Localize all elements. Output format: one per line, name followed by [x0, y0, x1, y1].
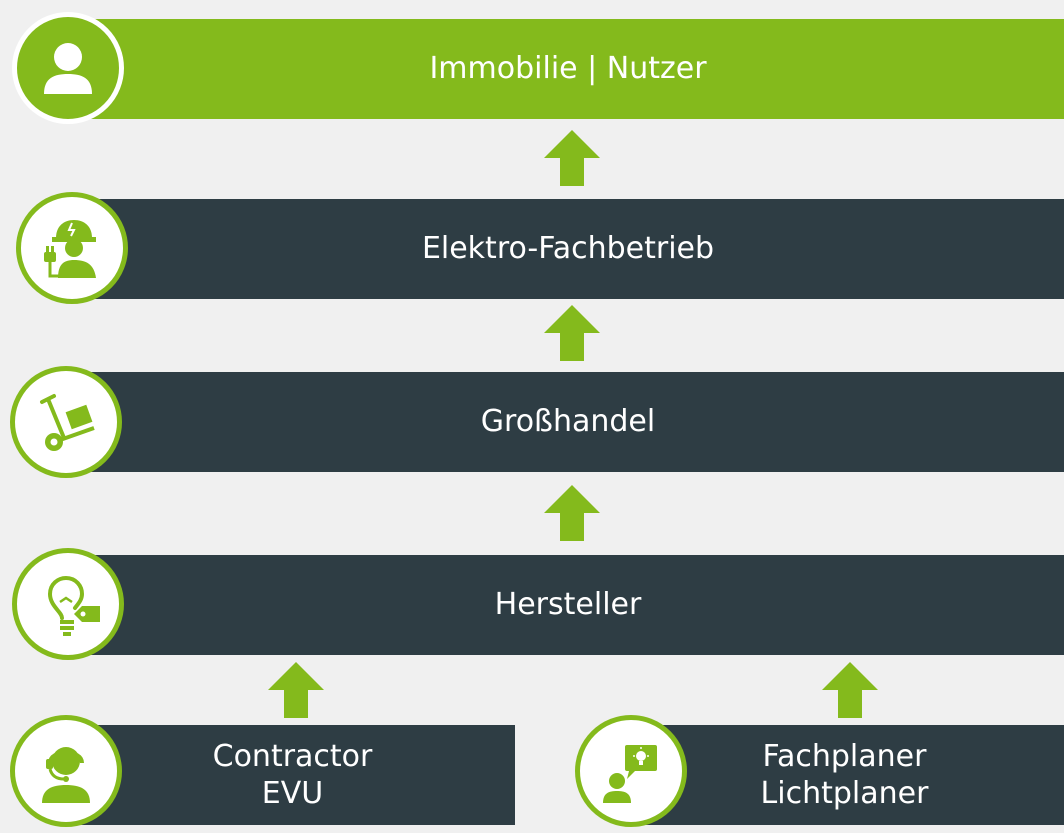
- presenter-idea-icon: [575, 715, 687, 827]
- bar-immobilie-nutzer: Immobilie | Nutzer: [72, 19, 1064, 119]
- user-icon-graphic: [44, 43, 92, 94]
- bar-label: Contractor EVU: [212, 738, 373, 812]
- bar-fachplaner-lichtplaner: Fachplaner Lichtplaner: [625, 725, 1064, 825]
- electrician-icon: [16, 192, 128, 304]
- arrow-up-icon: [544, 130, 600, 186]
- bar-label: Großhandel: [480, 404, 656, 440]
- bar-contractor-evu: Contractor EVU: [70, 725, 515, 825]
- bar-label: Elektro-Fachbetrieb: [421, 231, 715, 267]
- bar-hersteller: Hersteller: [72, 555, 1064, 655]
- arrow-up-icon: [822, 662, 878, 718]
- bar-label: Fachplaner Lichtplaner: [760, 738, 929, 812]
- user-icon: [12, 12, 124, 124]
- hand-truck-icon: [10, 366, 122, 478]
- headset-user-icon-graphic: [42, 747, 90, 803]
- bar-label: Hersteller: [494, 587, 642, 623]
- electrician-icon-graphic: [44, 220, 96, 278]
- arrow-up-icon: [268, 662, 324, 718]
- bar-elektro-fachbetrieb: Elektro-Fachbetrieb: [72, 199, 1064, 299]
- bar-grosshandel: Großhandel: [72, 372, 1064, 472]
- bar-label: Immobilie | Nutzer: [429, 51, 707, 87]
- presenter-idea-icon-graphic: [603, 745, 657, 803]
- arrow-up-icon: [544, 305, 600, 361]
- lightbulb-tag-icon: [12, 548, 124, 660]
- headset-user-icon: [10, 715, 122, 827]
- lightbulb-tag-icon-graphic: [47, 575, 100, 636]
- hand-truck-icon-graphic: [40, 394, 95, 451]
- arrow-up-icon: [544, 485, 600, 541]
